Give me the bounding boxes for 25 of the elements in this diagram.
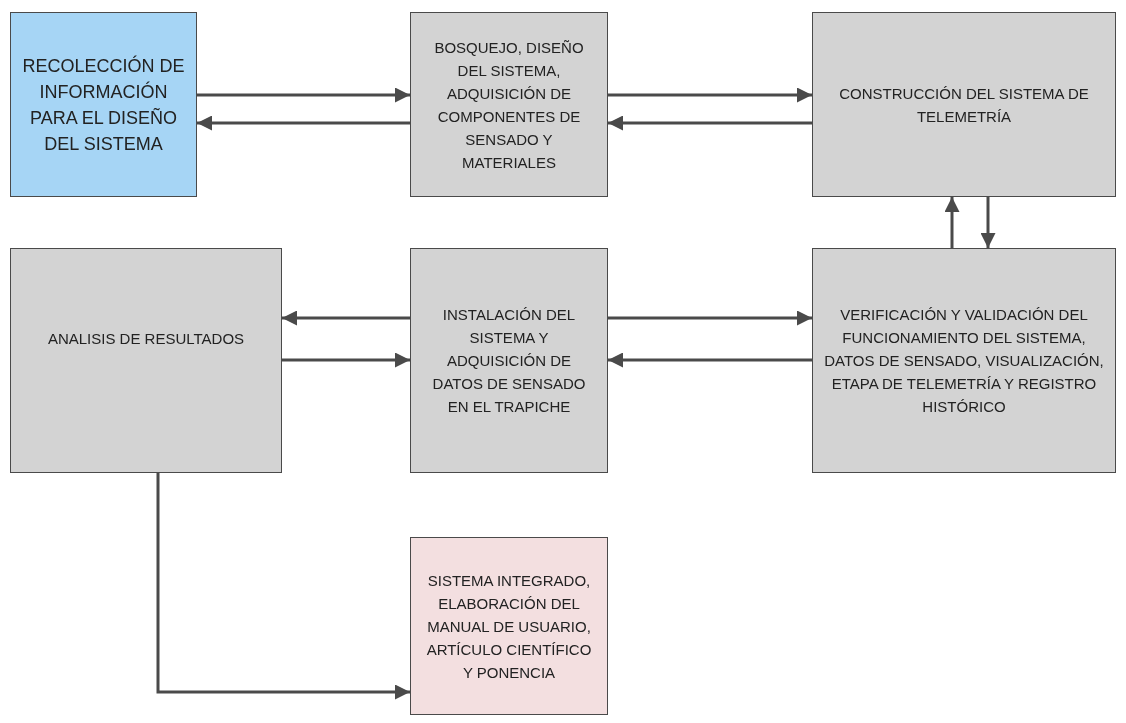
node-text: VERIFICACIÓN Y VALIDACIÓN DEL FUNCIONAMIENTO DEL SISTEMA, DATOS DE SENSADO, VISUALIZACIÓN, ETAPA DE TELEMETRÍA Y REGISTRO HISTÓRICO [823,305,1105,417]
process-box [812,248,1116,473]
process-box [410,12,608,197]
arrow [608,310,812,326]
arrow [156,473,410,700]
process-box [10,248,282,473]
arrow [608,115,812,131]
node-text: INSTALACIÓN DEL SISTEMA Y ADQUISICIÓN DE DATOS DE SENSADO EN EL TRAPICHE [431,305,587,417]
node-text: SISTEMA INTEGRADO, ELABORACIÓN DEL MANUAL DE USUARIO, ARTÍCULO CIENTÍFICO Y PONENCIA [425,570,593,683]
arrow [197,87,410,103]
node-text: ANALISIS DE RESULTADOS [47,329,245,349]
process-box [812,12,1116,197]
node-text: BOSQUEJO, DISEÑO DEL SISTEMA, ADQUISICIÓN DE COMPONENTES DE SENSADO Y MATERIALES [433,37,585,173]
arrow [608,352,812,368]
node-text: RECOLECCIÓN DE INFORMACIÓN PARA EL DISEÑO DEL SISTEMA [21,54,186,156]
process-box [410,537,608,715]
arrow [608,87,812,103]
arrow [197,115,410,131]
arrow [944,197,960,248]
arrow [282,310,410,326]
process-box [10,12,197,197]
process-box [410,248,608,473]
node-text: CONSTRUCCIÓN DEL SISTEMA DE TELEMETRÍA [838,83,1090,127]
arrow [980,197,996,248]
arrow [282,352,410,368]
